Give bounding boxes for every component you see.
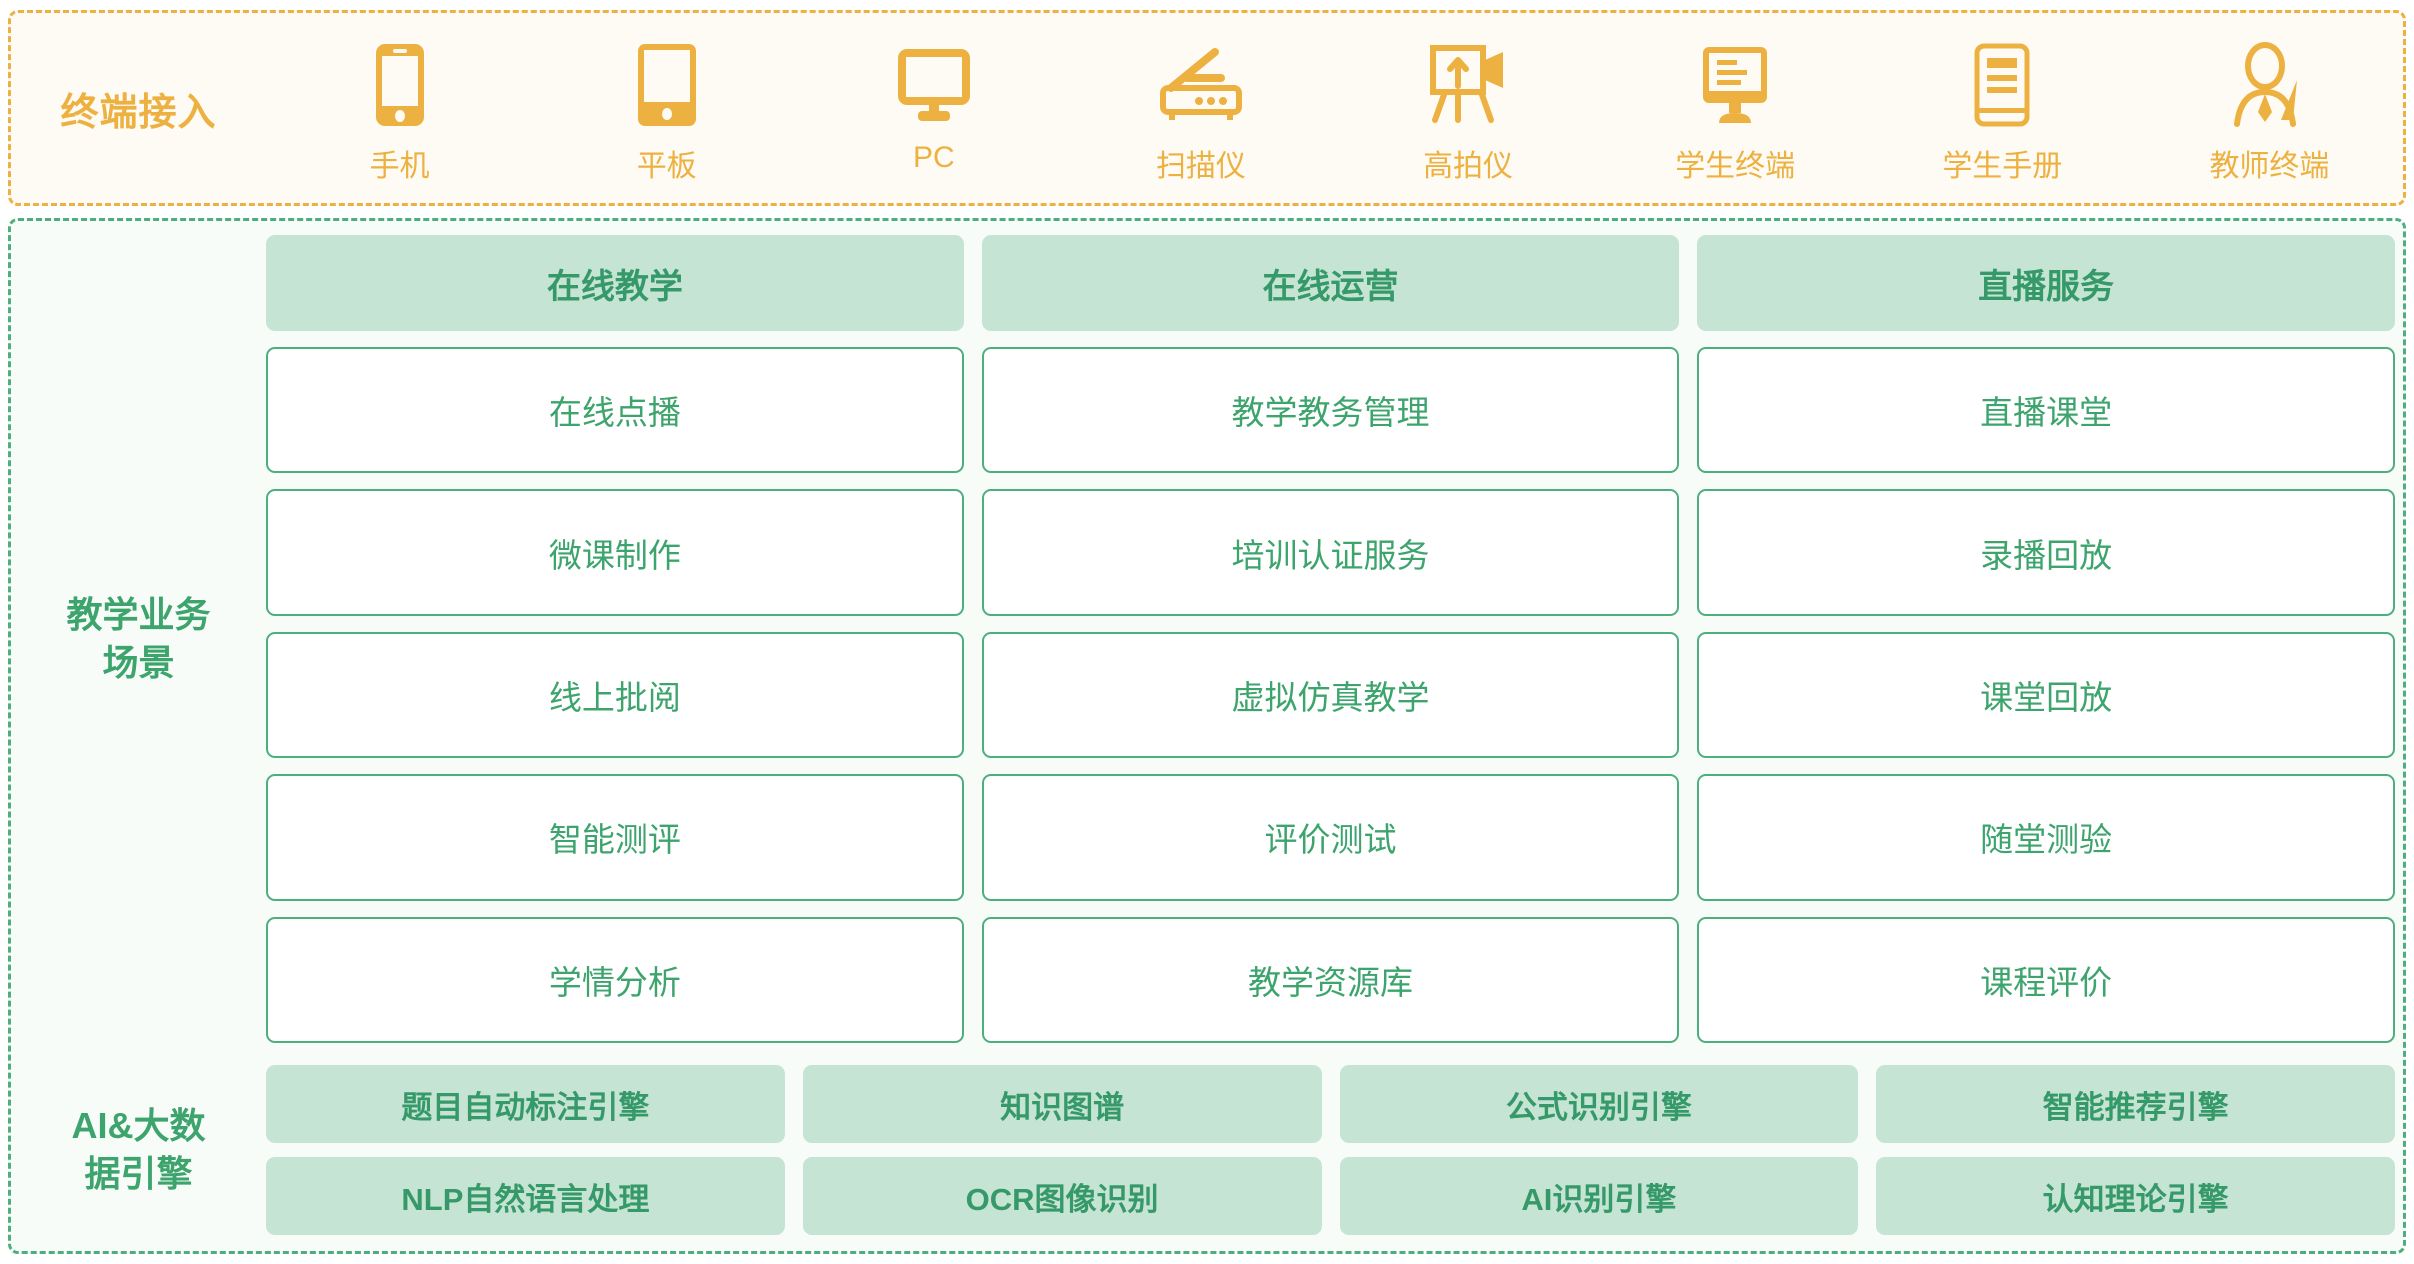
terminal-caption: 高拍仪 [1423,150,1514,183]
engine-item[interactable]: 认知理论引擎 [1876,1157,2395,1235]
scenario-column-online-teaching: 在线教学 在线点播 微课制作 线上批阅 智能测评 学情分析 [266,235,964,1044]
scenario-column-live-service: 直播服务 直播课堂 录播回放 课堂回放 随堂测验 课程评价 [1697,235,2396,1044]
engine-item[interactable]: 公式识别引擎 [1339,1065,1859,1143]
scenario-item[interactable]: 虚拟仿真教学 [981,631,1680,759]
monitor-icon [894,41,974,129]
terminal-access-section: 终端接入 手机 平板 PC [8,10,2406,206]
engine-item[interactable]: 知识图谱 [802,1065,1322,1143]
engines-line: 题目自动标注引擎 知识图谱 公式识别引擎 智能推荐引擎 [266,1065,2395,1143]
terminal-caption: 平板 [636,150,697,183]
scenario-item[interactable]: 随堂测验 [1697,774,2396,901]
scenario-item[interactable]: 学情分析 [266,916,964,1044]
scenario-item[interactable]: 在线点播 [266,347,964,474]
engine-item[interactable]: 智能推荐引擎 [1876,1065,2395,1143]
terminal-item-scanner[interactable]: 扫描仪 [1111,41,1291,185]
engine-item[interactable]: 题目自动标注引擎 [266,1065,785,1143]
label-line: AI&大数 [71,1105,206,1147]
scenario-item[interactable]: 教学资源库 [981,916,1680,1044]
label-line: 据引擎 [84,1153,193,1194]
tablet-icon [636,41,698,129]
terminal-item-student-handbook[interactable]: 学生手册 [1912,41,2092,185]
ai-engines-label: AI&大数 据引擎 [11,1065,266,1235]
scenario-item[interactable]: 录播回放 [1697,489,2396,616]
terminal-caption: 手机 [369,150,430,183]
platform-section: 教学业务 场景 在线教学 在线点播 微课制作 线上批阅 智能测评 学情分析 在线… [8,218,2406,1254]
terminal-caption: 教师终端 [2209,150,2330,183]
scenario-column-online-operations: 在线运营 教学教务管理 培训认证服务 虚拟仿真教学 评价测试 教学资源库 [981,235,1680,1044]
student-terminal-icon [1697,41,1773,129]
terminal-caption: 学生手册 [1942,150,2063,183]
terminal-item-document-camera[interactable]: 高拍仪 [1378,41,1558,185]
scenario-item[interactable]: 直播课堂 [1697,347,2396,474]
terminal-caption: PC [912,141,955,174]
terminal-access-label: 终端接入 [60,91,217,134]
column-header: 在线教学 [266,235,964,331]
scenario-item[interactable]: 课程评价 [1697,916,2396,1044]
scanner-icon [1153,41,1249,129]
scenario-item[interactable]: 评价测试 [981,774,1680,901]
label-line: 教学业务 [66,594,211,636]
phone-icon [374,41,426,129]
terminal-caption: 学生终端 [1675,150,1796,183]
student-handbook-icon [1973,41,2031,129]
engines-line: NLP自然语言处理 OCR图像识别 AI识别引擎 认知理论引擎 [266,1157,2395,1235]
terminal-icon-list: 手机 平板 PC [266,13,2403,203]
terminal-item-phone[interactable]: 手机 [310,41,490,185]
engine-item[interactable]: NLP自然语言处理 [266,1157,785,1235]
document-camera-icon [1423,41,1513,129]
ai-engines-row: AI&大数 据引擎 题目自动标注引擎 知识图谱 公式识别引擎 智能推荐引擎 NL… [11,1065,2403,1235]
terminal-item-student-terminal[interactable]: 学生终端 [1645,41,1825,185]
label-line: 场景 [102,642,175,683]
teaching-scenarios-row: 教学业务 场景 在线教学 在线点播 微课制作 线上批阅 智能测评 学情分析 在线… [11,235,2403,1044]
teaching-scenarios-label: 教学业务 场景 [11,235,266,1043]
column-header: 在线运营 [981,235,1680,331]
scenario-item[interactable]: 课堂回放 [1697,631,2396,759]
engine-item[interactable]: OCR图像识别 [802,1157,1322,1235]
terminal-item-teacher-terminal[interactable]: 教师终端 [2179,41,2359,185]
terminal-item-pc[interactable]: PC [844,41,1024,175]
engine-item[interactable]: AI识别引擎 [1339,1157,1859,1235]
scenario-item[interactable]: 培训认证服务 [981,489,1680,616]
scenario-item[interactable]: 线上批阅 [266,631,964,759]
scenarios-grid: 在线教学 在线点播 微课制作 线上批阅 智能测评 学情分析 在线运营 教学教务管… [266,235,2403,1044]
scenario-item[interactable]: 微课制作 [266,489,964,616]
engines-grid: 题目自动标注引擎 知识图谱 公式识别引擎 智能推荐引擎 NLP自然语言处理 OC… [266,1065,2403,1235]
teacher-terminal-icon [2227,41,2311,129]
terminal-caption: 扫描仪 [1155,150,1246,183]
scenario-item[interactable]: 智能测评 [266,774,964,901]
terminal-item-tablet[interactable]: 平板 [577,41,757,185]
scenario-item[interactable]: 教学教务管理 [981,347,1680,474]
column-header: 直播服务 [1697,235,2396,331]
